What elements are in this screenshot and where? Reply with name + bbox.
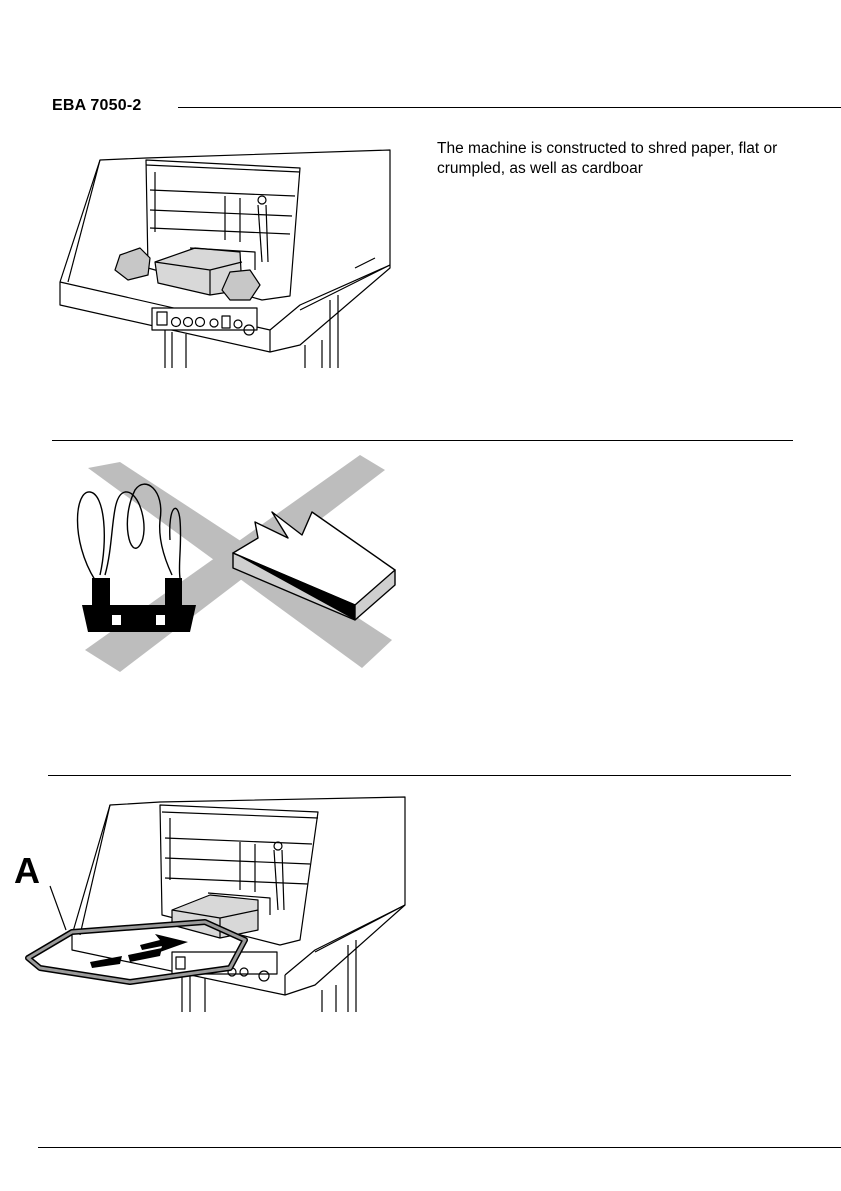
callout-label-a: A	[14, 850, 40, 892]
footer-rule	[38, 1147, 841, 1148]
